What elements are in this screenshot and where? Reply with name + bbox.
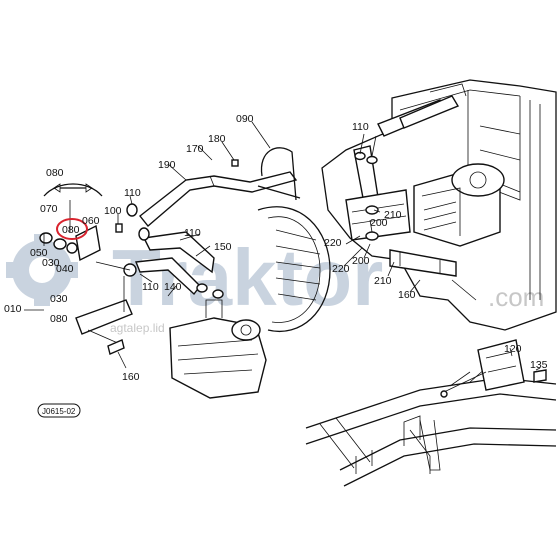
valve-bracket bbox=[24, 183, 133, 355]
callout-030: 030 bbox=[50, 293, 68, 305]
watermark-domain: .com bbox=[488, 282, 544, 312]
callout-110-b: 110 bbox=[184, 227, 201, 239]
drawing-stamp: J0615-02 bbox=[37, 403, 81, 418]
callout-160-b: 160 bbox=[398, 289, 416, 301]
engine-block bbox=[321, 79, 557, 331]
highlight-circle bbox=[56, 218, 88, 240]
frame-assembly bbox=[305, 339, 557, 487]
callout-110-c: 110 bbox=[142, 281, 159, 293]
callout-090: 090 bbox=[236, 113, 254, 125]
drawing-number: J0615-02 bbox=[42, 407, 76, 416]
callout-110-d: 110 bbox=[352, 121, 369, 133]
callout-010: 010 bbox=[4, 303, 22, 315]
callout-labels: 090 180 170 190 080 110 070 100 060 080 … bbox=[4, 113, 548, 383]
callout-190: 190 bbox=[158, 159, 176, 171]
callout-200-a: 200 bbox=[370, 217, 388, 229]
callout-220-b: 220 bbox=[332, 263, 350, 275]
callout-040: 040 bbox=[56, 263, 74, 275]
callout-080-left: 080 bbox=[50, 313, 68, 325]
callout-170: 170 bbox=[186, 143, 204, 155]
callout-180: 180 bbox=[208, 133, 226, 145]
callout-060: 060 bbox=[82, 215, 100, 227]
callout-200-b: 200 bbox=[352, 255, 370, 267]
callout-100: 100 bbox=[104, 205, 122, 217]
callout-080-circled: 080 bbox=[62, 224, 80, 236]
callout-210-b: 210 bbox=[374, 275, 392, 287]
callout-160-a: 160 bbox=[122, 371, 140, 383]
callout-110-a: 110 bbox=[124, 187, 141, 199]
oil-pump bbox=[169, 299, 267, 399]
callout-050: 050 bbox=[30, 247, 48, 259]
callout-150: 150 bbox=[214, 241, 232, 253]
oil-pipes bbox=[115, 147, 301, 299]
callout-210-a: 210 bbox=[384, 209, 402, 221]
gear-icon bbox=[6, 234, 78, 306]
flywheel-housing bbox=[257, 206, 331, 333]
callout-135: 135 bbox=[530, 359, 548, 371]
callout-080-top: 080 bbox=[46, 167, 64, 179]
callout-140: 140 bbox=[164, 281, 182, 293]
watermark-tagline: agtalep.lid bbox=[110, 321, 165, 335]
callout-120: 120 bbox=[504, 343, 522, 355]
leader-lines bbox=[117, 121, 541, 371]
callout-070: 070 bbox=[40, 203, 58, 215]
callout-030-top: 030 bbox=[42, 257, 60, 269]
callout-220-a: 220 bbox=[324, 237, 342, 249]
